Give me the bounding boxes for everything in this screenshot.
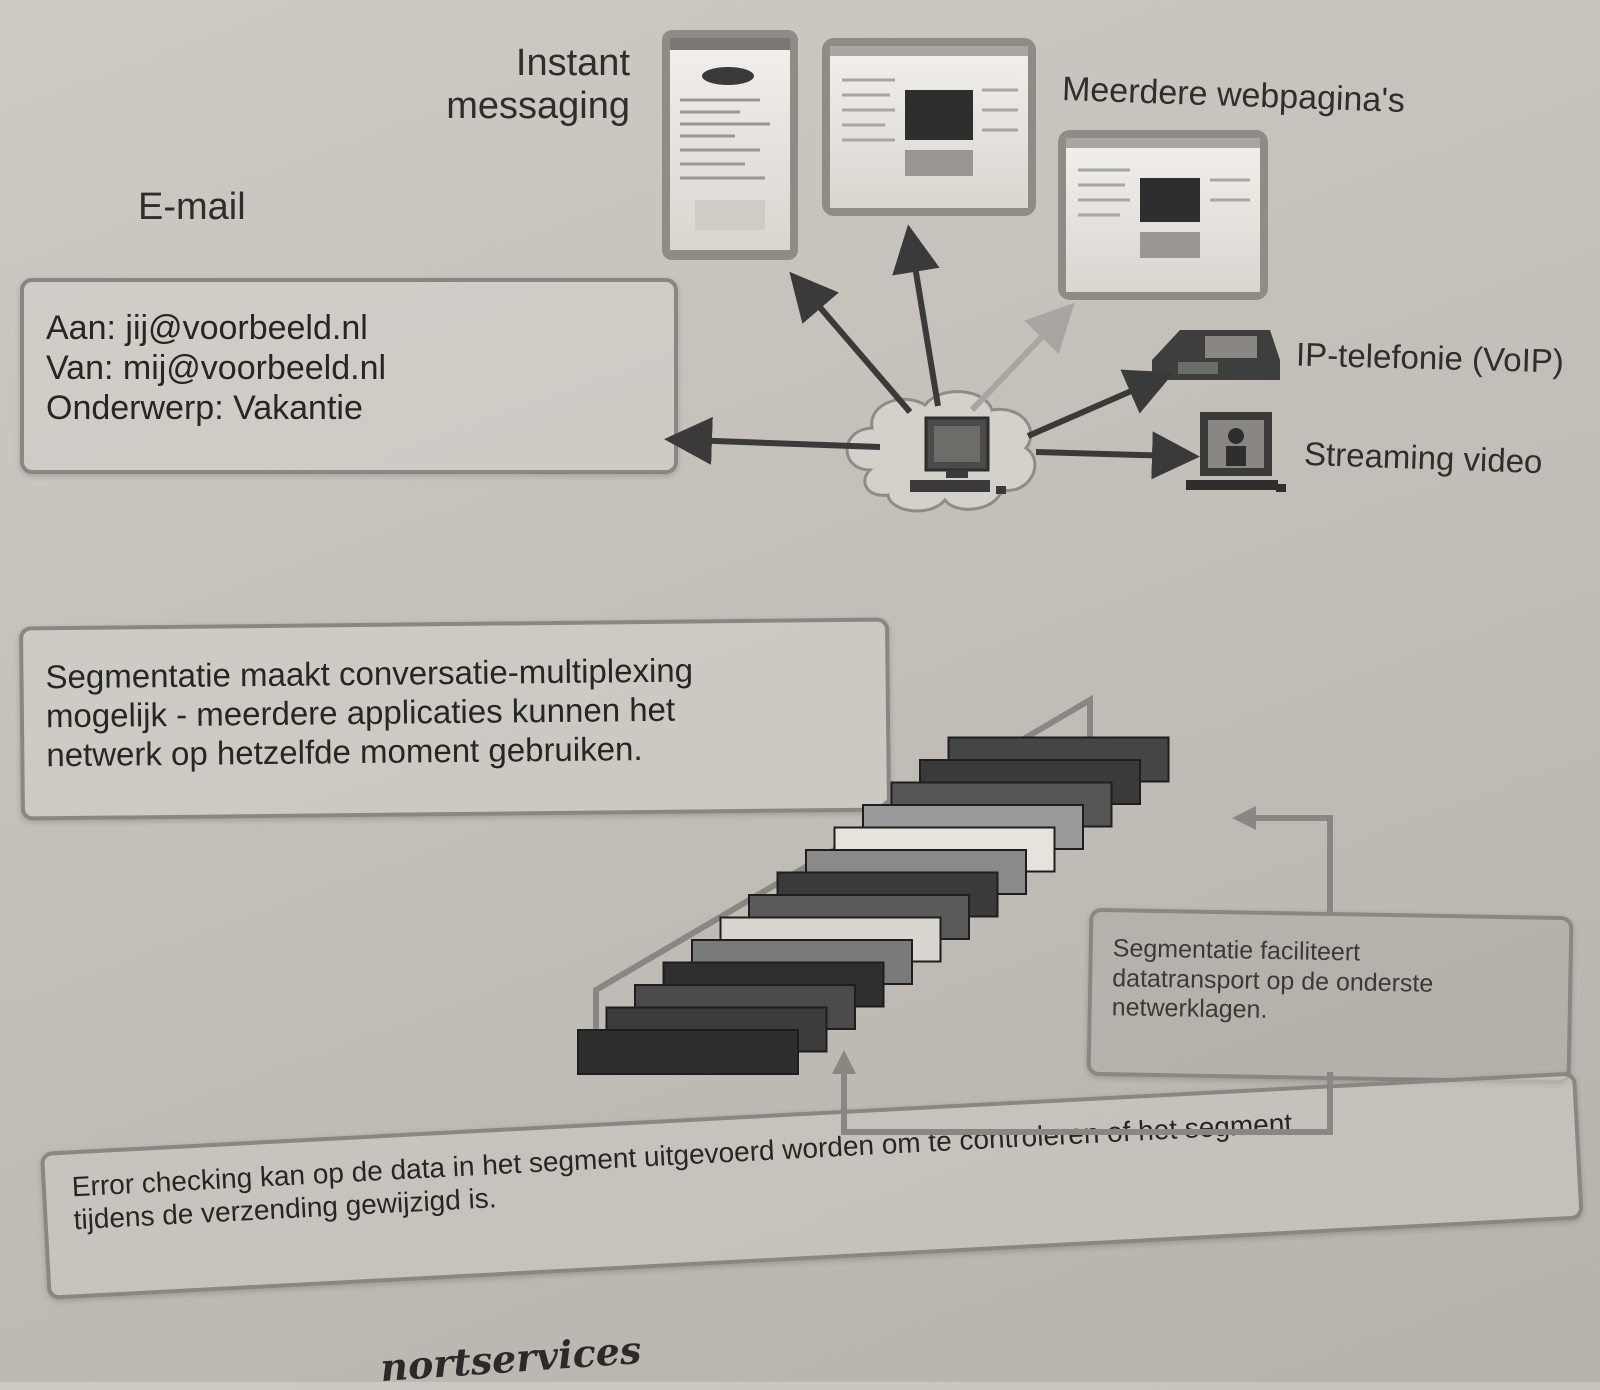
computer-icon <box>910 416 1006 494</box>
email-label: E-mail <box>138 186 246 228</box>
data-segment <box>577 1029 799 1075</box>
instant-messaging-line-2: messaging <box>446 84 630 127</box>
email-to: Aan: jij@voorbeeld.nl <box>46 309 368 347</box>
email-box: Aan: jij@voorbeeld.nl Van: mij@voorbeeld… <box>20 278 678 474</box>
browser-window-icon <box>822 38 1036 216</box>
phone-icon <box>1152 330 1280 380</box>
email-subject: Onderwerp: Vakantie <box>46 389 363 428</box>
video-terminal-icon <box>1186 412 1286 492</box>
email-from: Van: mij@voorbeeld.nl <box>46 349 387 388</box>
browser-window-icon-2 <box>1058 130 1268 300</box>
segment-stack <box>577 736 1170 1075</box>
im-window-icon <box>662 30 798 260</box>
instant-messaging-line-1: Instant <box>515 42 630 84</box>
instant-messaging-label: Instant messaging <box>420 42 630 127</box>
